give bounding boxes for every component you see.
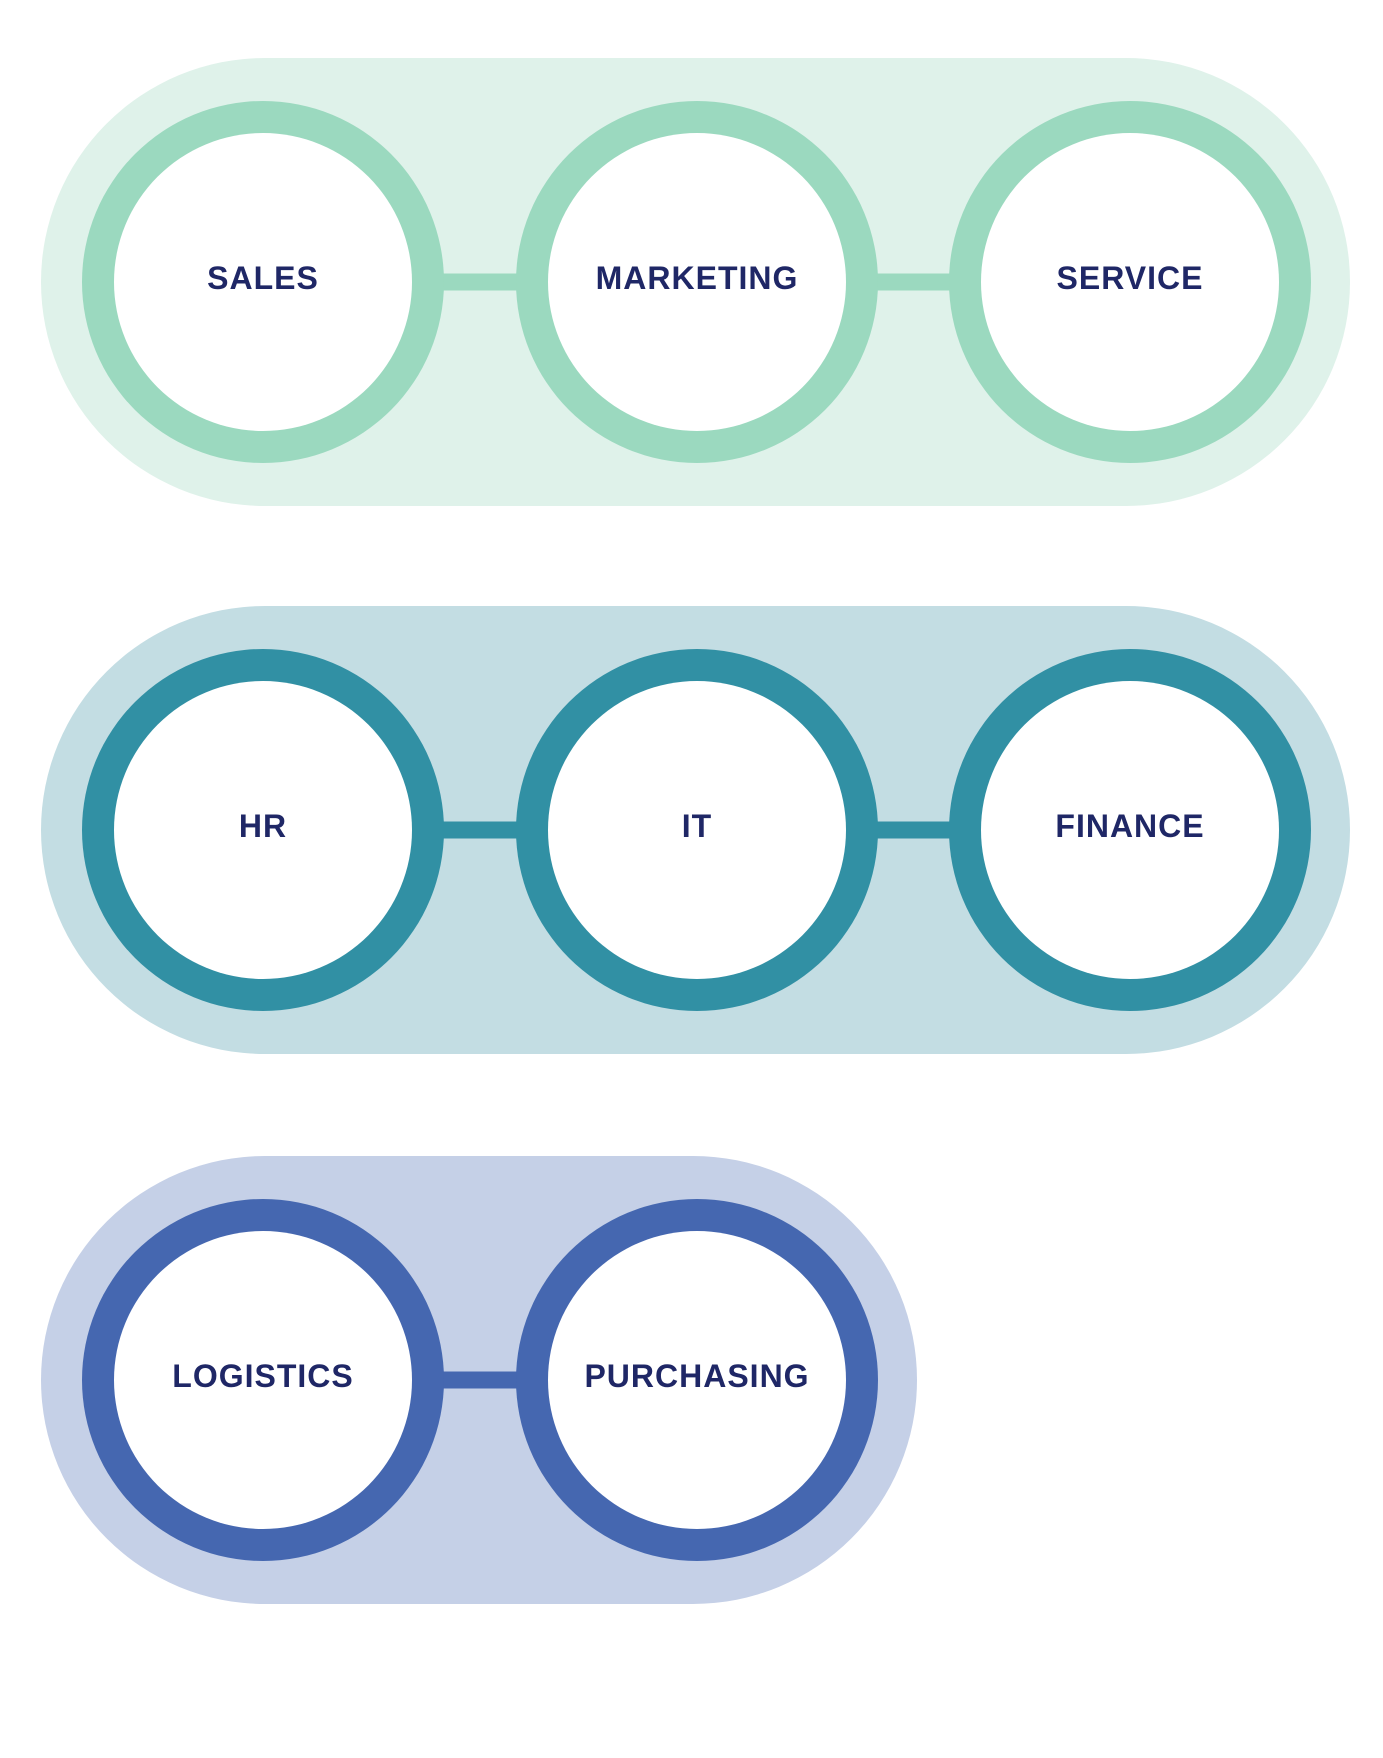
node-circle xyxy=(981,133,1279,431)
node-circle xyxy=(548,1231,846,1529)
node-purchasing: PURCHASING xyxy=(516,1199,878,1561)
node-label: IT xyxy=(682,808,712,844)
connector-line xyxy=(874,821,953,839)
node-logistics: LOGISTICS xyxy=(82,1199,444,1561)
connector-line xyxy=(440,273,520,291)
group-supply: LOGISTICS PURCHASING xyxy=(41,1156,917,1604)
node-label: SERVICE xyxy=(1057,260,1204,296)
node-circle xyxy=(114,133,412,431)
node-label: FINANCE xyxy=(1055,808,1204,844)
node-circle xyxy=(548,681,846,979)
node-circle xyxy=(548,133,846,431)
node-sales: SALES xyxy=(82,101,444,463)
group-support: HR IT FINANCE xyxy=(41,606,1350,1054)
connector-line xyxy=(440,1371,520,1389)
node-service: SERVICE xyxy=(949,101,1311,463)
node-circle xyxy=(114,1231,412,1529)
node-label: PURCHASING xyxy=(584,1358,809,1394)
node-label: MARKETING xyxy=(596,260,799,296)
connector-line xyxy=(440,821,520,839)
node-hr: HR xyxy=(82,649,444,1011)
connector-line xyxy=(874,273,953,291)
node-finance: FINANCE xyxy=(949,649,1311,1011)
node-label: HR xyxy=(239,808,287,844)
node-marketing: MARKETING xyxy=(516,101,878,463)
group-front-office: SALES MARKETING SERVICE xyxy=(41,58,1350,506)
node-circle xyxy=(981,681,1279,979)
node-label: SALES xyxy=(207,260,319,296)
node-label: LOGISTICS xyxy=(172,1358,353,1394)
node-it: IT xyxy=(516,649,878,1011)
node-circle xyxy=(114,681,412,979)
